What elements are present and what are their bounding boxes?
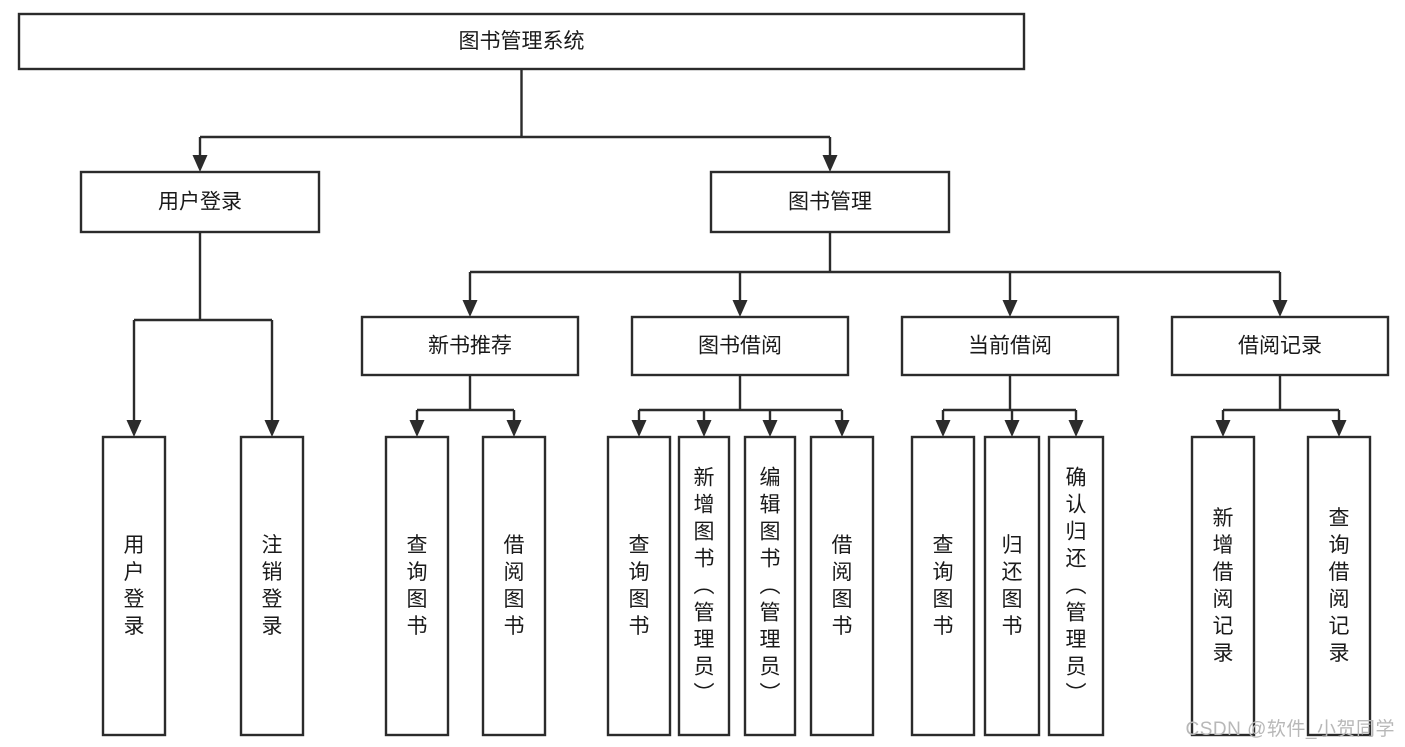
connector-layer (126, 69, 1347, 437)
watermark-text: CSDN @软件_小贺同学 (1185, 719, 1395, 740)
node-label: 图书管理 (788, 191, 872, 214)
node-label: 新书推荐 (428, 335, 512, 358)
node-new-book-recommend[interactable]: 新书推荐 (360, 315, 580, 377)
connector-group-current-borrow (935, 375, 1084, 437)
connector-group-book-management (462, 232, 1288, 317)
node-root[interactable]: 图书管理系统 (17, 12, 1026, 71)
node-box (79, 170, 321, 234)
node-box (910, 435, 976, 737)
node-leaf-confirm-return[interactable]: 确认归还︵管理员︶ (1047, 435, 1105, 737)
node-box (677, 435, 731, 737)
node-borrow-record[interactable]: 借阅记录 (1170, 315, 1390, 377)
arrow-head-icon (696, 420, 712, 437)
node-label: 借阅图书 (504, 534, 525, 638)
node-box (606, 435, 672, 737)
node-label: 归还图书 (1002, 534, 1023, 638)
arrow-head-icon (935, 420, 951, 437)
node-box (809, 435, 875, 737)
node-user-login[interactable]: 用户登录 (79, 170, 321, 234)
arrow-head-icon (732, 300, 748, 317)
node-box (743, 435, 797, 737)
node-label: 查询图书 (629, 534, 650, 638)
node-leaf-user-login[interactable]: 用户登录 (101, 435, 167, 737)
node-leaf-borrow-book-recommend[interactable]: 借阅图书 (481, 435, 547, 737)
node-leaf-logout[interactable]: 注销登录 (239, 435, 305, 737)
connector-group-new-book-recommend (409, 375, 522, 437)
node-current-borrow[interactable]: 当前借阅 (900, 315, 1120, 377)
arrow-head-icon (1272, 300, 1288, 317)
node-label: 查询图书 (407, 534, 428, 638)
node-box (1170, 315, 1390, 377)
node-label: 用户登录 (124, 534, 145, 638)
node-leaf-query-book-recommend[interactable]: 查询图书 (384, 435, 450, 737)
node-box (900, 315, 1120, 377)
node-layer: 图书管理系统用户登录图书管理新书推荐图书借阅当前借阅借阅记录用户登录注销登录查询… (17, 12, 1390, 737)
arrow-head-icon (126, 420, 142, 437)
arrow-head-icon (1068, 420, 1084, 437)
node-label: 借阅记录 (1238, 335, 1322, 358)
node-box (384, 435, 450, 737)
node-box (239, 435, 305, 737)
node-box (630, 315, 850, 377)
node-label: 图书管理系统 (459, 30, 585, 53)
node-box (101, 435, 167, 737)
connector-group-user-login (126, 232, 280, 437)
connector-group-root (192, 69, 838, 172)
node-leaf-borrow-book[interactable]: 借阅图书 (809, 435, 875, 737)
node-label: 编辑图书︵管理员︶ (760, 467, 781, 706)
node-box (17, 12, 1026, 71)
node-leaf-query-borrow-record[interactable]: 查询借阅记录 (1306, 435, 1372, 737)
arrow-head-icon (1331, 420, 1347, 437)
node-box (1190, 435, 1256, 737)
node-book-management[interactable]: 图书管理 (709, 170, 951, 234)
node-leaf-return-book[interactable]: 归还图书 (983, 435, 1041, 737)
node-label: 确认归还︵管理员︶ (1066, 467, 1087, 706)
node-label: 新增图书︵管理员︶ (694, 467, 715, 706)
arrow-head-icon (822, 155, 838, 172)
arrow-head-icon (1004, 420, 1020, 437)
arrow-head-icon (462, 300, 478, 317)
node-label: 新增借阅记录 (1213, 507, 1234, 665)
arrow-head-icon (264, 420, 280, 437)
node-book-borrow[interactable]: 图书借阅 (630, 315, 850, 377)
connector-group-borrow-record (1215, 375, 1347, 437)
node-label: 注销登录 (262, 534, 283, 638)
arrow-head-icon (631, 420, 647, 437)
node-leaf-query-book-current[interactable]: 查询图书 (910, 435, 976, 737)
node-box (1047, 435, 1105, 737)
node-label: 查询借阅记录 (1329, 507, 1350, 665)
node-leaf-add-book[interactable]: 新增图书︵管理员︶ (677, 435, 731, 737)
node-label: 图书借阅 (698, 335, 782, 358)
node-leaf-add-borrow-record[interactable]: 新增借阅记录 (1190, 435, 1256, 737)
node-label: 查询图书 (933, 534, 954, 638)
node-box (709, 170, 951, 234)
node-box (360, 315, 580, 377)
arrow-head-icon (1215, 420, 1231, 437)
arrow-head-icon (834, 420, 850, 437)
arrow-head-icon (192, 155, 208, 172)
node-box (481, 435, 547, 737)
node-label: 用户登录 (158, 191, 242, 214)
node-leaf-query-book-borrow[interactable]: 查询图书 (606, 435, 672, 737)
arrow-head-icon (1002, 300, 1018, 317)
node-box (1306, 435, 1372, 737)
connector-group-book-borrow (631, 375, 850, 437)
node-leaf-edit-book[interactable]: 编辑图书︵管理员︶ (743, 435, 797, 737)
node-box (983, 435, 1041, 737)
arrow-head-icon (409, 420, 425, 437)
node-label: 借阅图书 (832, 534, 853, 638)
arrow-head-icon (506, 420, 522, 437)
arrow-head-icon (762, 420, 778, 437)
node-label: 当前借阅 (968, 335, 1052, 358)
